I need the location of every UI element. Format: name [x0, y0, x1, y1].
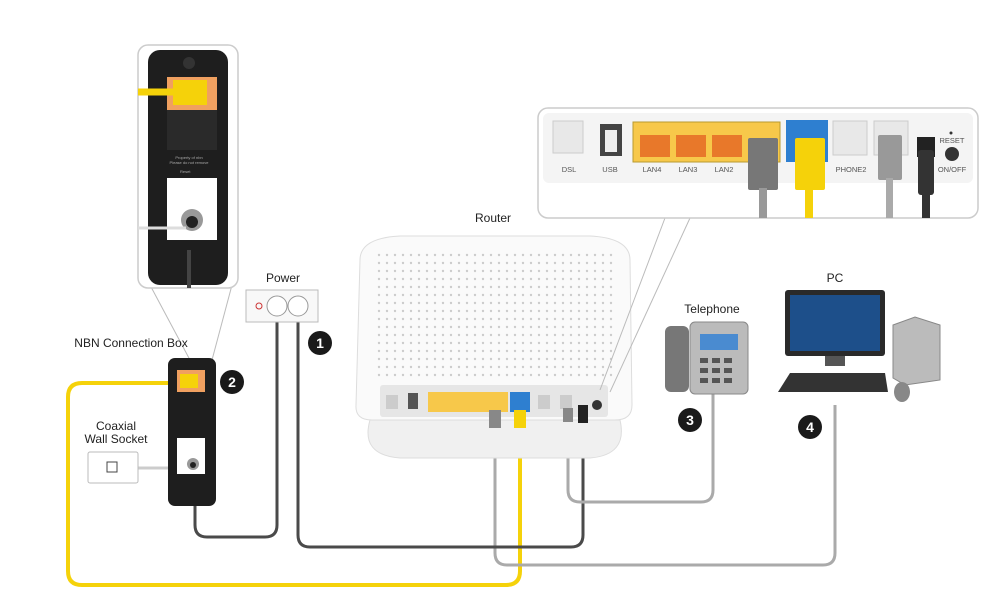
- svg-text:1: 1: [316, 335, 324, 351]
- step-badge-3: 3: [678, 408, 702, 432]
- telephone: [665, 321, 749, 395]
- router-vent-dots: [377, 253, 613, 377]
- router: [355, 235, 633, 459]
- svg-text:4: 4: [806, 419, 814, 435]
- telephone-label: Telephone: [684, 302, 740, 316]
- coaxial-label-line2: Wall Socket: [85, 432, 149, 446]
- nbn-power-cable: [193, 312, 279, 539]
- port-lan4-label: LAN4: [643, 165, 662, 174]
- port-lan3-label: LAN3: [679, 165, 698, 174]
- svg-text:3: 3: [686, 412, 694, 428]
- port-lan2-label: LAN2: [715, 165, 734, 174]
- coaxial-label-line1: Coaxial: [96, 419, 136, 433]
- router-power-cable: [296, 312, 585, 549]
- nbn-remove-text: Please do not remove: [170, 160, 210, 165]
- pc-label: PC: [827, 271, 844, 285]
- onoff-label: ON/OFF: [938, 165, 967, 174]
- nbn-box-label: NBN Connection Box: [74, 336, 187, 350]
- step-badge-2: 2: [220, 370, 244, 394]
- svg-text:2: 2: [228, 374, 236, 390]
- yellow-ethernet-cable: [66, 381, 522, 587]
- power-label: Power: [266, 271, 300, 285]
- step-badge-1: 1: [308, 331, 332, 355]
- nbn-connection-box: [168, 358, 216, 506]
- router-label: Router: [475, 211, 511, 225]
- pc: [778, 290, 941, 402]
- reset-label: RESET: [939, 136, 964, 145]
- telephone-cable: [566, 393, 715, 504]
- pc-ethernet-cable: [493, 405, 837, 567]
- step-badge-4: 4: [798, 415, 822, 439]
- nbn-property-text: Property of nbn: [175, 155, 202, 160]
- port-dsl-label: DSL: [562, 165, 577, 174]
- nbn-box-callout: Property of nbn Please do not remove Res…: [137, 44, 239, 361]
- port-panel-callout: DSL USB LAN4 LAN3 LAN2 PHONE2 RESET ON/O…: [537, 107, 979, 393]
- port-phone2-label: PHONE2: [836, 165, 867, 174]
- power-socket: [245, 289, 319, 323]
- port-usb-label: USB: [602, 165, 617, 174]
- nbn-reset-text: Reset: [180, 169, 191, 174]
